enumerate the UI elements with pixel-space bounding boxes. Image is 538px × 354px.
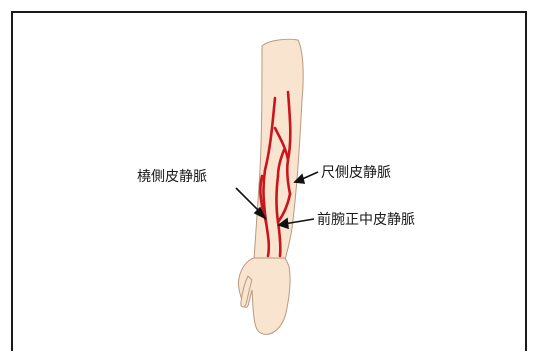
radial-vein-label: 橈側皮静脈	[137, 169, 207, 185]
median-vein-label: 前腕正中皮静脈	[317, 211, 415, 228]
ulnar-vein-label: 尺側皮静脈	[321, 165, 391, 181]
